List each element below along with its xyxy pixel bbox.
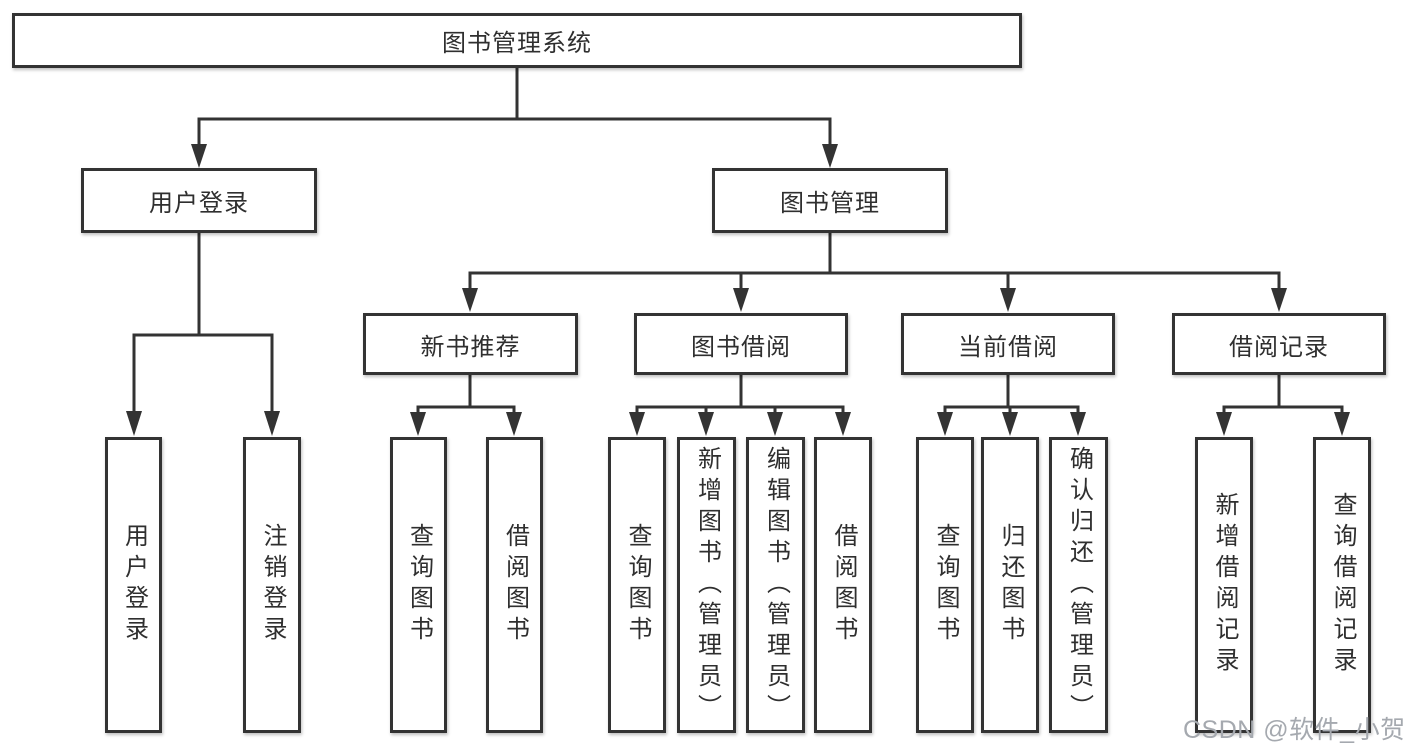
leaf-query-borrow-record: 查询借阅记录 bbox=[1313, 437, 1371, 733]
node-book-borrow-label: 图书借阅 bbox=[691, 333, 791, 361]
leaf-borrow-books: 借阅图书 bbox=[814, 437, 872, 733]
leaf-query-books-recommend-label: 查询图书 bbox=[405, 523, 433, 647]
leaf-edit-book-admin: 编辑图书（管理员） bbox=[746, 437, 805, 733]
csdn-watermark: CSDN @软件_小贺同学 bbox=[1183, 716, 1405, 744]
node-user-login-label: 用户登录 bbox=[149, 190, 249, 217]
leaf-return-book: 归还图书 bbox=[981, 437, 1039, 733]
node-book-borrow: 图书借阅 bbox=[634, 313, 848, 375]
leaf-borrow-books-label: 借阅图书 bbox=[830, 523, 857, 647]
node-current-borrow: 当前借阅 bbox=[901, 313, 1115, 375]
leaf-add-book-admin: 新增图书（管理员） bbox=[677, 437, 736, 733]
leaf-return-book-label: 归还图书 bbox=[997, 523, 1024, 647]
leaf-add-borrow-record-label: 新增借阅记录 bbox=[1211, 492, 1238, 678]
leaf-query-borrow-record-label: 查询借阅记录 bbox=[1329, 492, 1356, 678]
node-borrow-records-label: 借阅记录 bbox=[1229, 333, 1329, 361]
leaf-logout: 注销登录 bbox=[243, 437, 301, 733]
leaf-logout-label: 注销登录 bbox=[259, 523, 286, 647]
node-user-login: 用户登录 bbox=[81, 168, 317, 233]
leaf-add-book-admin-label: 新增图书（管理员） bbox=[693, 445, 721, 725]
node-borrow-records: 借阅记录 bbox=[1172, 313, 1386, 375]
leaf-query-books-current-label: 查询图书 bbox=[932, 523, 959, 647]
connector-lines bbox=[132, 68, 1344, 414]
node-book-management: 图书管理 bbox=[712, 168, 948, 233]
leaf-query-books-recommend: 查询图书 bbox=[390, 437, 447, 733]
leaf-confirm-return-admin: 确认归还（管理员） bbox=[1049, 437, 1108, 733]
node-root: 图书管理系统 bbox=[12, 13, 1022, 68]
node-book-management-label: 图书管理 bbox=[780, 190, 880, 217]
leaf-borrow-books-recommend: 借阅图书 bbox=[486, 437, 543, 733]
node-current-borrow-label: 当前借阅 bbox=[958, 333, 1058, 361]
leaf-borrow-books-recommend-label: 借阅图书 bbox=[501, 523, 529, 647]
leaf-query-books-borrow: 查询图书 bbox=[608, 437, 666, 733]
leaf-confirm-return-admin-label: 确认归还（管理员） bbox=[1065, 445, 1093, 725]
connector-arrowheads bbox=[126, 144, 1350, 436]
leaf-add-borrow-record: 新增借阅记录 bbox=[1195, 437, 1253, 733]
leaf-user-login-label: 用户登录 bbox=[120, 523, 148, 647]
leaf-query-books-current: 查询图书 bbox=[916, 437, 974, 733]
leaf-query-books-borrow-label: 查询图书 bbox=[624, 523, 651, 647]
leaf-edit-book-admin-label: 编辑图书（管理员） bbox=[762, 445, 790, 725]
node-new-book-recommend: 新书推荐 bbox=[363, 313, 578, 375]
node-new-book-recommend-label: 新书推荐 bbox=[420, 333, 521, 361]
leaf-user-login: 用户登录 bbox=[105, 437, 162, 733]
node-root-label: 图书管理系统 bbox=[442, 30, 592, 57]
